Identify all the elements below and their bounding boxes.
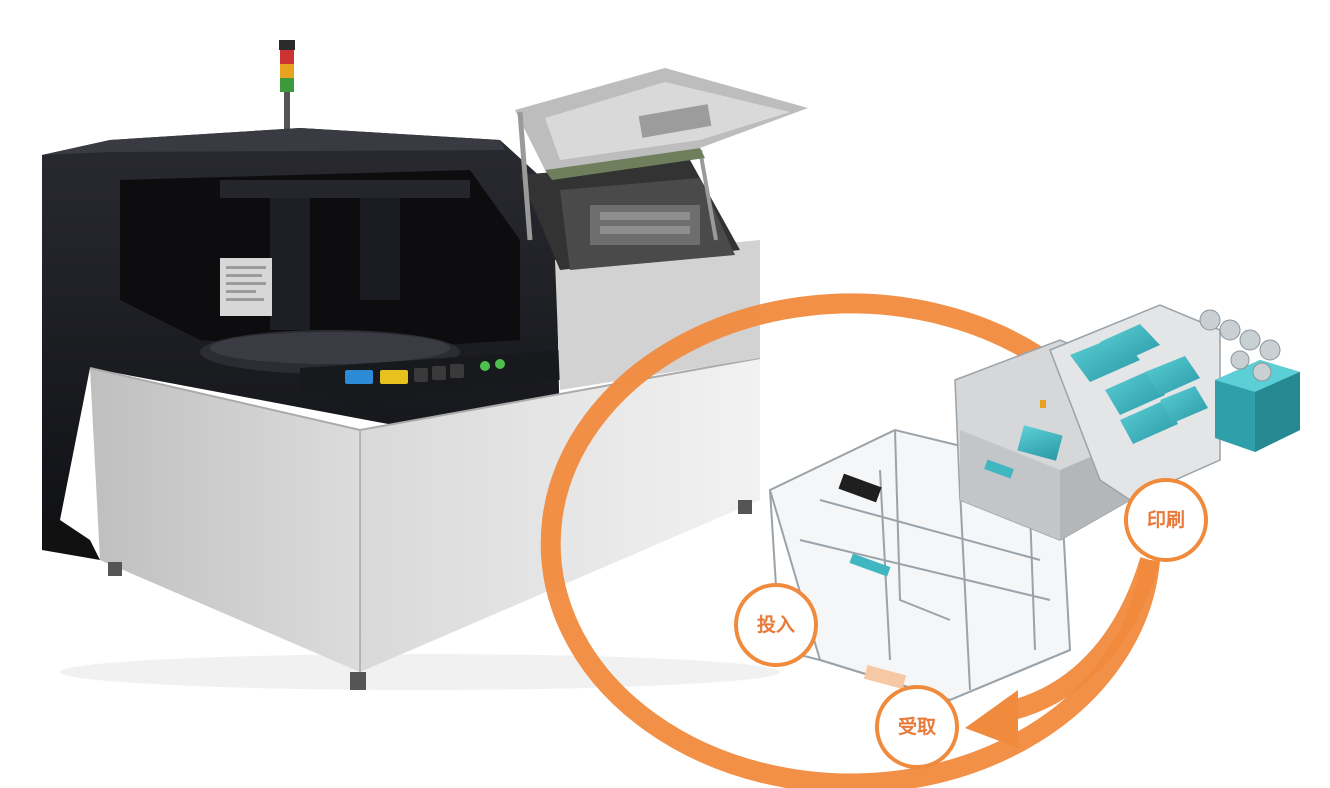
step-print: 印刷: [1124, 478, 1208, 562]
step-load: 投入: [734, 583, 818, 667]
step-unload: 受取: [875, 685, 959, 769]
signal-tower-icon: [279, 40, 295, 136]
printer-machine-photo: [42, 40, 808, 690]
tray-stacker-module: [1049, 304, 1221, 501]
process-cycle-arrow-icon: [540, 293, 1160, 788]
feeder-module: [1199, 309, 1300, 452]
step-print-label: 印刷: [1147, 509, 1185, 531]
control-panel: [345, 359, 505, 384]
step-load-label: 投入: [757, 613, 795, 636]
process-diagram: 投入 印刷 受取: [540, 293, 1300, 788]
step-unload-label: 受取: [898, 715, 936, 738]
